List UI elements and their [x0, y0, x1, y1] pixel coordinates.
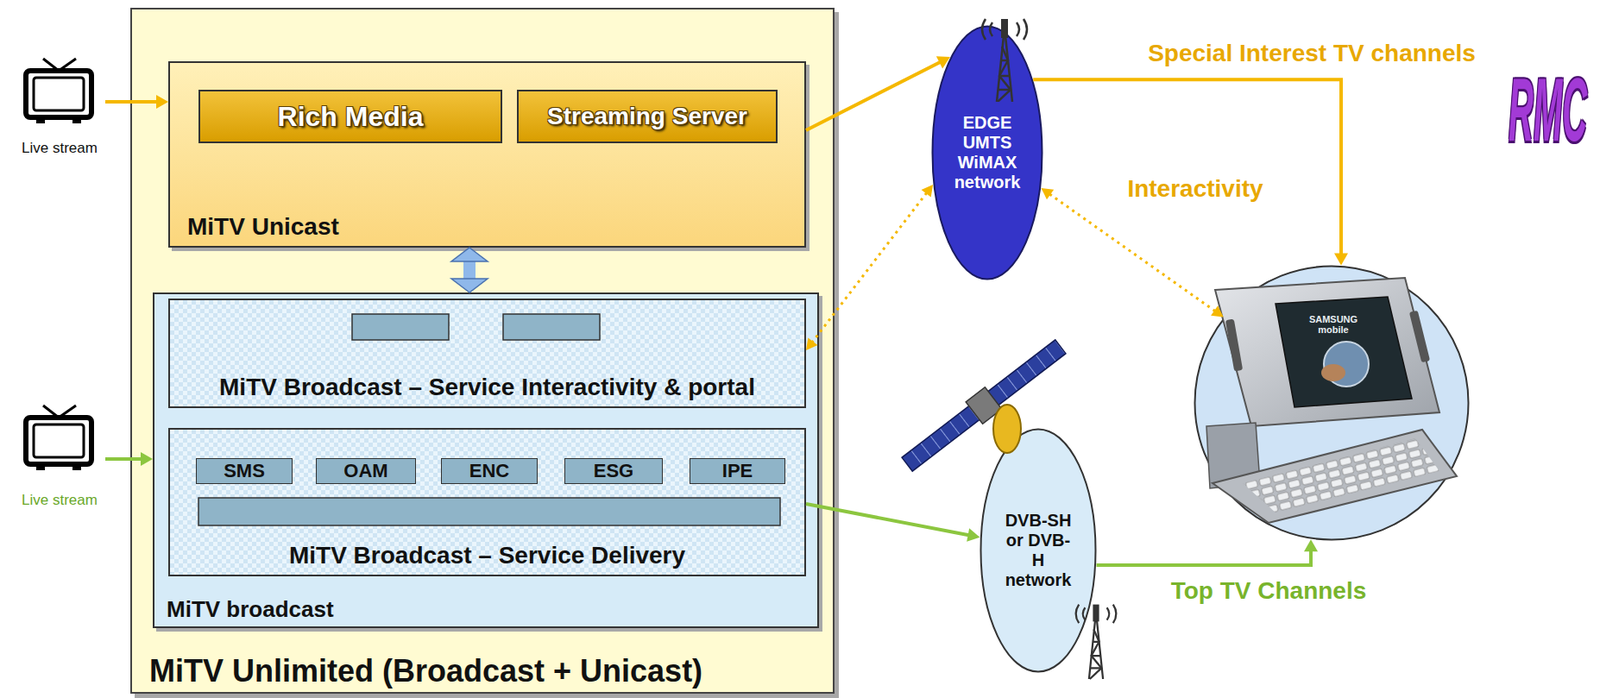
connector	[451, 247, 488, 293]
outer-panel: MiTV Unlimited (Broadcast + Unicast) MiTV…	[130, 7, 835, 694]
satellite	[898, 335, 1069, 476]
tv-icon	[25, 58, 92, 124]
antenna-tower	[1076, 604, 1117, 680]
node-text: MiTV Broadcast – Service Interactivity &…	[219, 373, 756, 402]
node-text: MiTV Unlimited (Broadcast + Unicast)	[149, 653, 703, 689]
connector-line	[1033, 79, 1342, 254]
node-text: SMS	[223, 459, 265, 482]
connector-line	[806, 62, 940, 131]
antenna-tower	[982, 18, 1027, 102]
arrowhead	[1303, 539, 1318, 552]
terminal-circle: RMC	[1193, 264, 1470, 542]
phone-screen	[1275, 296, 1412, 408]
node-text: MiTV Unicast	[187, 213, 340, 241]
shape-outline	[981, 429, 1097, 673]
node-text: IPE	[722, 459, 753, 482]
connector-line	[1049, 194, 1216, 312]
screen-picture	[1323, 341, 1369, 387]
tv-icon	[25, 405, 92, 471]
layer-box: MiTV Broadcast – Service Interactivity &…	[168, 298, 807, 409]
node-text: Rich Media	[277, 100, 424, 133]
speaker-grille	[1225, 319, 1243, 372]
arrowhead	[156, 94, 169, 109]
shape-outline	[932, 26, 1043, 280]
layer-box: MiTV Broadcast – Service Delivery SMS OAM E…	[168, 428, 807, 577]
connector	[1040, 188, 1223, 317]
module-box: SMS	[195, 458, 293, 485]
connector-line	[463, 260, 476, 280]
connector	[1033, 79, 1349, 265]
phone-lid	[1215, 277, 1440, 427]
node-text: MiTV Broadcast – Service Delivery	[289, 541, 686, 570]
connector	[806, 56, 951, 131]
connector-line	[105, 457, 142, 461]
arrowhead	[966, 528, 980, 542]
node-text: RMC	[1508, 64, 1588, 155]
node-text: Streaming Server	[547, 102, 748, 131]
shape-outline	[1193, 264, 1470, 542]
network-ellipse: DVB-SH or DVB-H network	[979, 428, 1097, 674]
phone-keyboard	[1242, 438, 1440, 513]
shape-outline	[1195, 266, 1469, 541]
arrowhead	[806, 337, 818, 351]
module-box: IPE	[689, 458, 786, 485]
connector-line	[812, 192, 926, 342]
node-text: EDGE UMTS WiMAX network	[952, 113, 1023, 193]
module-block	[352, 314, 449, 341]
connector-label: Interactivity	[1127, 175, 1263, 203]
connector-label: Special Interest TV channels	[1147, 39, 1476, 68]
arrowhead	[1210, 305, 1224, 317]
node-text: ENC	[469, 459, 510, 482]
solar-panel	[901, 340, 1066, 472]
phone-base	[1212, 429, 1457, 523]
node-text: Live stream	[21, 139, 98, 158]
connector	[806, 184, 933, 351]
arrowhead	[1334, 252, 1349, 265]
speaker-grille	[1409, 310, 1430, 364]
arrowhead	[451, 278, 488, 293]
arrowhead	[451, 247, 488, 262]
broadcast-panel: MiTV broadcast MiTV Broadcast – Service I…	[152, 292, 819, 629]
screen-picture	[1321, 364, 1346, 382]
arrowhead	[140, 452, 153, 467]
connector	[105, 94, 169, 109]
mobile-phone	[1206, 277, 1457, 523]
connector-line	[806, 503, 970, 536]
node-text: OAM	[343, 459, 388, 482]
arrowhead	[936, 56, 951, 69]
module-box: OAM	[315, 458, 416, 485]
satellite-dish	[993, 404, 1021, 454]
phone-hinge	[1206, 422, 1260, 489]
unicast-panel: MiTV Unicast Rich Media Streaming Server	[168, 61, 807, 248]
node-text: DVB-SH or DVB-H network	[1003, 510, 1074, 591]
module-box: ESG	[564, 458, 663, 485]
module-box: ENC	[440, 458, 538, 485]
tv-source: Live stream	[13, 53, 106, 158]
connector	[105, 452, 153, 467]
process-box: Rich Media	[198, 89, 503, 144]
node-text: Live stream	[21, 491, 98, 510]
connector	[1096, 539, 1318, 566]
network-ellipse: EDGE UMTS WiMAX network	[931, 25, 1044, 281]
connector	[806, 503, 980, 542]
process-box: Streaming Server	[516, 89, 778, 144]
node-text: ESG	[593, 459, 634, 482]
connector-line	[1096, 550, 1311, 566]
connector-label: Top TV Channels	[1171, 577, 1367, 605]
module-block	[503, 314, 600, 341]
node-text: MiTV broadcast	[166, 597, 334, 624]
tv-source: Live stream	[13, 400, 106, 510]
satellite-body	[965, 387, 1002, 424]
arrowhead	[921, 184, 933, 198]
arrowhead	[1040, 188, 1054, 200]
bus-bar	[198, 497, 781, 526]
connector-line	[105, 100, 158, 104]
brand-label: SAMSUNG mobile	[1303, 314, 1364, 335]
